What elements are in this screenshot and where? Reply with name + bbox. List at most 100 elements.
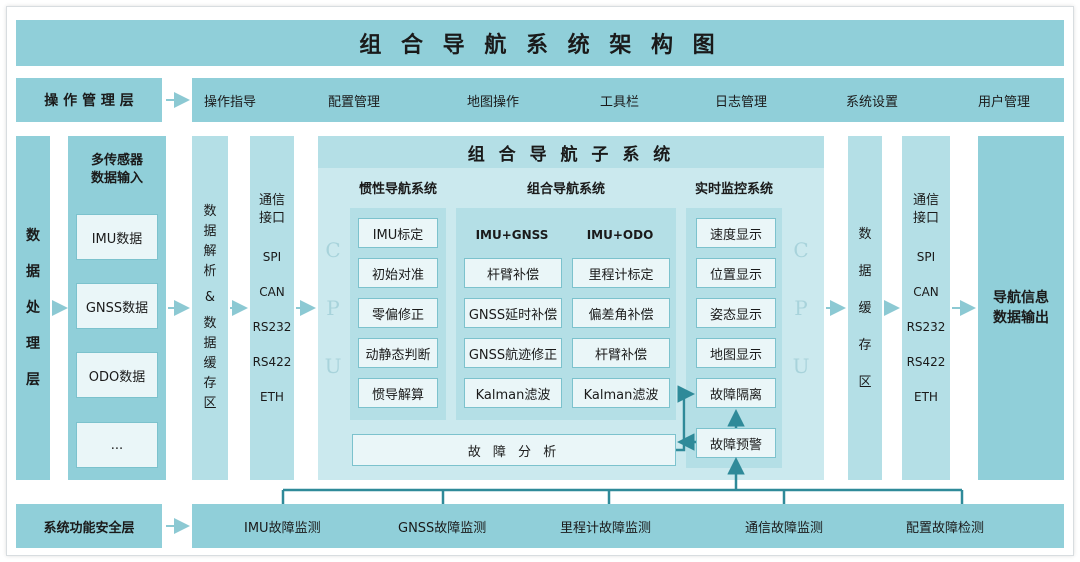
- buffer-char: 数: [858, 226, 872, 242]
- ops-item-config[interactable]: 配置管理: [328, 94, 381, 110]
- comm-spi: SPI: [916, 250, 936, 264]
- output-line1: 导航信息: [993, 290, 1049, 306]
- parse-buffer-column: 数 据 解 析 & 数 据 缓 存 区: [192, 136, 228, 480]
- gnss-delay-compensation[interactable]: GNSS延时补偿: [464, 298, 562, 328]
- cpu-char: C: [793, 238, 809, 262]
- ops-layer-label: 操 作 管 理 层: [16, 78, 162, 122]
- gnss-kalman-filter[interactable]: Kalman滤波: [464, 378, 562, 408]
- ins-solution[interactable]: 惯导解算: [358, 378, 438, 408]
- data-layer-char: 处: [26, 300, 40, 316]
- data-layer-char: 据: [26, 264, 40, 280]
- comm-interface-right: 通信 接口 SPI CAN RS232 RS422 ETH: [902, 136, 950, 480]
- sensor-odo[interactable]: ODO数据: [76, 352, 158, 398]
- sensor-title: 多传感器 数据输入: [68, 150, 166, 190]
- buffer-char: 据: [858, 263, 872, 279]
- ops-layer-text: 操 作 管 理 层: [44, 93, 134, 109]
- comm-label: 通信: [912, 193, 939, 208]
- ops-item-guide[interactable]: 操作指导: [204, 94, 257, 110]
- monitor-title: 实时监控系统: [694, 181, 773, 197]
- cpu-char: U: [324, 354, 342, 378]
- data-layer-char: 层: [26, 372, 40, 388]
- comm-rs422: RS422: [252, 355, 292, 369]
- ins-initial-alignment[interactable]: 初始对准: [358, 258, 438, 288]
- sensor-imu[interactable]: IMU数据: [76, 214, 158, 260]
- ops-item-log[interactable]: 日志管理: [715, 94, 768, 110]
- ins-bias-correction[interactable]: 零偏修正: [358, 298, 438, 328]
- data-layer-char: 数: [26, 228, 40, 244]
- fault-analysis-label: 故 障 分 析: [467, 444, 561, 460]
- safety-layer-label: 系统功能安全层: [16, 504, 162, 548]
- sensor-more[interactable]: ...: [76, 422, 158, 468]
- ins-title: 惯性导航系统: [358, 181, 437, 197]
- fault-analysis[interactable]: 故 障 分 析: [352, 434, 676, 466]
- monitor-position[interactable]: 位置显示: [696, 258, 776, 288]
- ins-motion-detect[interactable]: 动静态判断: [358, 338, 438, 368]
- odo-kalman-filter[interactable]: Kalman滤波: [572, 378, 670, 408]
- comm-label: 接口: [258, 211, 285, 226]
- data-layer-label: 数 据 处 理 层: [16, 136, 50, 480]
- monitor-fault-isolation[interactable]: 故障隔离: [696, 378, 776, 408]
- ops-item-tools[interactable]: 工具栏: [600, 94, 640, 110]
- safety-layer-text: 系统功能安全层: [43, 520, 135, 536]
- parse-char: 数: [203, 204, 217, 219]
- sensor-title-line2: 数据输入: [90, 171, 143, 186]
- page-title: 组 合 导 航 系 统 架 构 图: [359, 33, 721, 58]
- ops-toolbar: [192, 78, 1064, 122]
- gnss-lever-arm[interactable]: 杆臂补偿: [464, 258, 562, 288]
- parse-char: 析: [203, 264, 217, 279]
- odo-misalignment-compensation[interactable]: 偏差角补偿: [572, 298, 670, 328]
- ins-imu-calibration[interactable]: IMU标定: [358, 218, 438, 248]
- comm-eth: ETH: [260, 390, 284, 404]
- comm-label: 接口: [912, 211, 939, 226]
- comm-spi: SPI: [262, 250, 282, 264]
- parse-char: 据: [203, 224, 217, 239]
- data-layer-char: 理: [26, 336, 40, 352]
- parse-char: 解: [203, 244, 217, 259]
- imu-gnss-head: IMU+GNSS: [475, 228, 549, 242]
- cpu-label-right: C P U: [790, 238, 812, 378]
- title-bar: 组 合 导 航 系 统 架 构 图: [16, 20, 1064, 66]
- imu-odo-head: IMU+ODO: [586, 228, 654, 242]
- monitor-odometer-fault[interactable]: 里程计故障监测: [560, 520, 652, 536]
- sensor-gnss[interactable]: GNSS数据: [76, 283, 158, 329]
- output-line2: 数据输出: [993, 310, 1049, 326]
- buffer-char: 区: [858, 374, 872, 390]
- integrated-title: 组合导航系统: [526, 181, 605, 197]
- monitor-imu-fault[interactable]: IMU故障监测: [244, 520, 321, 536]
- odo-lever-arm[interactable]: 杆臂补偿: [572, 338, 670, 368]
- cpu-label-left: C P U: [322, 238, 344, 378]
- monitor-comm-fault[interactable]: 通信故障监测: [745, 520, 824, 536]
- odo-calibration[interactable]: 里程计标定: [572, 258, 670, 288]
- ops-item-map[interactable]: 地图操作: [467, 94, 520, 110]
- monitor-config-fault[interactable]: 配置故障检测: [906, 520, 985, 536]
- monitor-attitude[interactable]: 姿态显示: [696, 298, 776, 328]
- subsystem-title: 组 合 导 航 子 系 统: [467, 144, 675, 165]
- parse-char: 缓: [203, 356, 217, 371]
- comm-can: CAN: [259, 285, 285, 299]
- parse-char: 据: [203, 336, 217, 351]
- nav-output: 导航信息 数据输出: [978, 136, 1064, 480]
- comm-rs232: RS232: [906, 320, 946, 334]
- comm-interface-left: 通信 接口 SPI CAN RS232 RS422 ETH: [250, 136, 294, 480]
- cpu-char: C: [325, 238, 341, 262]
- parse-char: 存: [203, 376, 217, 391]
- cpu-char: P: [326, 296, 340, 320]
- cpu-char: P: [794, 296, 808, 320]
- gnss-track-correction[interactable]: GNSS航迹修正: [464, 338, 562, 368]
- parse-char: &: [204, 290, 216, 305]
- buffer-char: 缓: [858, 300, 872, 316]
- comm-rs422: RS422: [906, 355, 946, 369]
- monitor-map[interactable]: 地图显示: [696, 338, 776, 368]
- monitor-speed[interactable]: 速度显示: [696, 218, 776, 248]
- monitor-fault-warning[interactable]: 故障预警: [696, 428, 776, 458]
- ops-item-users[interactable]: 用户管理: [978, 94, 1031, 110]
- safety-bar: [192, 504, 1064, 548]
- comm-can: CAN: [913, 285, 939, 299]
- monitor-gnss-fault[interactable]: GNSS故障监测: [398, 520, 487, 536]
- buffer-column-right: 数 据 缓 存 区: [848, 136, 882, 480]
- comm-rs232: RS232: [252, 320, 292, 334]
- ops-item-settings[interactable]: 系统设置: [846, 94, 899, 110]
- buffer-char: 存: [858, 337, 872, 353]
- comm-eth: ETH: [914, 390, 938, 404]
- subsystem-title-bar: 组 合 导 航 子 系 统: [318, 136, 824, 168]
